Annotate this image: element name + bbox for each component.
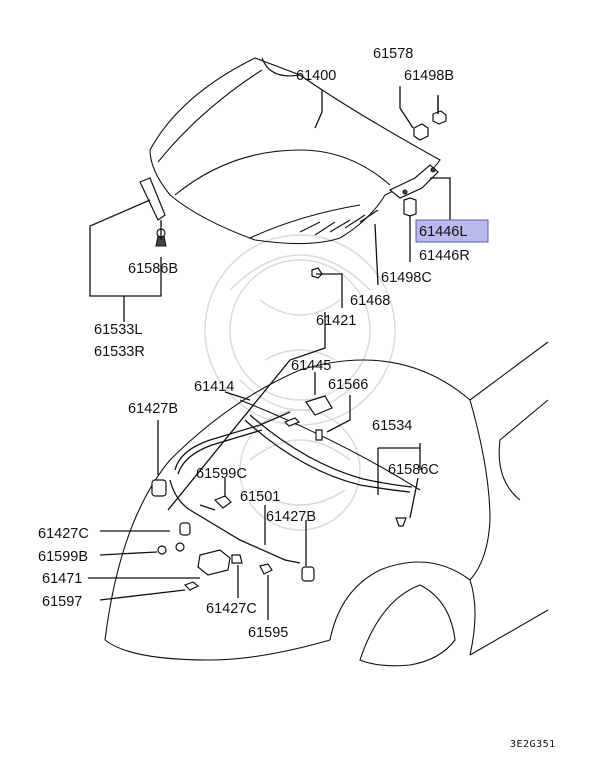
small-parts-drawing bbox=[151, 267, 407, 591]
leader-lines bbox=[88, 86, 451, 620]
selected-part-highlight bbox=[415, 219, 489, 243]
car-body-outline bbox=[104, 341, 549, 667]
part-label-61586c[interactable]: 61586C bbox=[388, 462, 439, 478]
part-label-61501[interactable]: 61501 bbox=[240, 489, 280, 505]
part-label-61498b[interactable]: 61498B bbox=[404, 68, 454, 84]
diagram-code: 3E2G351 bbox=[510, 739, 556, 750]
part-label-61533l[interactable]: 61533L bbox=[94, 322, 142, 338]
part-label-61534[interactable]: 61534 bbox=[372, 418, 412, 434]
part-label-61566[interactable]: 61566 bbox=[328, 377, 368, 393]
part-label-61468[interactable]: 61468 bbox=[350, 293, 390, 309]
part-label-61597[interactable]: 61597 bbox=[42, 594, 82, 610]
part-label-61445[interactable]: 61445 bbox=[291, 358, 331, 374]
hood-stay-bracket-drawing bbox=[139, 177, 167, 247]
part-label-61421[interactable]: 61421 bbox=[316, 313, 356, 329]
part-label-61446l[interactable]: 61446L bbox=[419, 224, 467, 240]
hood-panel-drawing bbox=[149, 57, 441, 245]
hood-rods-drawing bbox=[169, 411, 413, 564]
part-label-61400[interactable]: 61400 bbox=[296, 68, 336, 84]
hinge-bolts-drawing bbox=[403, 96, 447, 217]
watermark-emblem bbox=[204, 234, 396, 531]
hood-lock-release-drawing bbox=[305, 395, 333, 416]
part-label-61427c-left[interactable]: 61427C bbox=[38, 526, 89, 542]
hood-hinge-drawing bbox=[388, 164, 439, 199]
part-label-61471[interactable]: 61471 bbox=[42, 571, 82, 587]
part-label-61599b[interactable]: 61599B bbox=[38, 549, 88, 565]
part-label-61586b[interactable]: 61586B bbox=[128, 261, 178, 277]
part-label-61427b-lower[interactable]: 61427B bbox=[266, 509, 316, 525]
part-label-61427b-upper[interactable]: 61427B bbox=[128, 401, 178, 417]
part-label-61414[interactable]: 61414 bbox=[194, 379, 234, 395]
part-label-61533r[interactable]: 61533R bbox=[94, 344, 145, 360]
part-label-61498c[interactable]: 61498C bbox=[381, 270, 432, 286]
part-label-61446r[interactable]: 61446R bbox=[419, 248, 470, 264]
part-labels: 61400 61578 61498B 61446L 61446R 61498C … bbox=[38, 46, 556, 750]
part-label-61599c[interactable]: 61599C bbox=[196, 466, 247, 482]
part-label-61578[interactable]: 61578 bbox=[373, 46, 413, 62]
part-label-61427c-bottom[interactable]: 61427C bbox=[206, 601, 257, 617]
part-label-61595[interactable]: 61595 bbox=[248, 625, 288, 641]
